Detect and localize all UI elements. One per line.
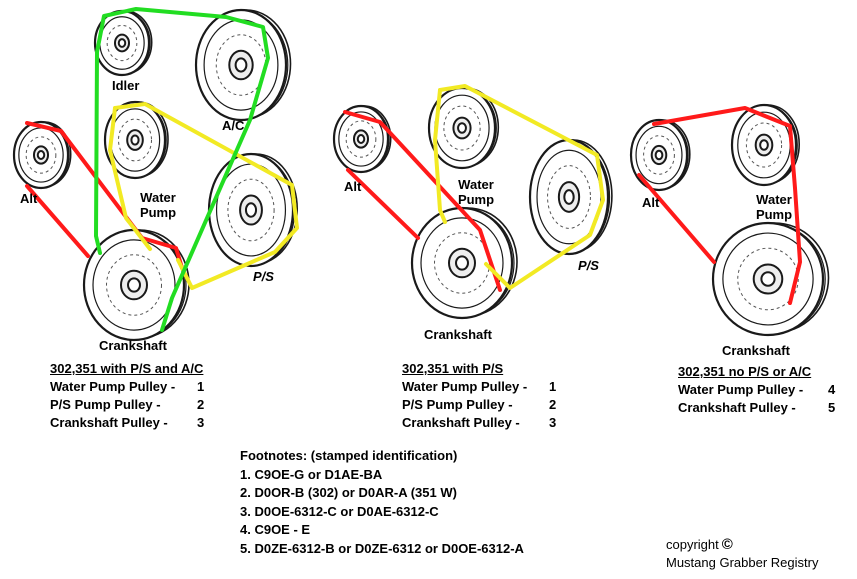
spec-heading-3: 302,351 no P/S or A/C — [678, 364, 812, 379]
power-steering-belt — [113, 102, 299, 290]
alternator-pulley — [332, 104, 392, 174]
idler-label-1: Idler — [112, 78, 140, 93]
ps-label-2: P/S — [578, 258, 599, 273]
spec-row-label: P/S Pump Pulley - — [50, 397, 161, 412]
water-pump-pulley — [427, 86, 500, 170]
spec-row-value: 5 — [828, 400, 836, 415]
alternator-belt — [25, 184, 90, 258]
footnote-item: 5. D0ZE-6312-B or D0ZE-6312 or D0OE-6312… — [240, 540, 524, 556]
spec-row-label: Water Pump Pulley - — [402, 379, 528, 394]
spec-row: Crankshaft Pulley - 5 — [678, 399, 835, 417]
water-pump-label-1: Water Pump — [139, 190, 177, 220]
water-pump-label-2: Water Pump — [457, 177, 495, 207]
spec-row-value: 2 — [197, 397, 205, 412]
water-pump-belt — [652, 106, 802, 305]
spec-row: Crankshaft Pulley - 3 — [402, 414, 556, 432]
alternator-belt — [343, 110, 502, 292]
idler-pulley — [93, 9, 153, 77]
footnote-item: 4. C9OE - E — [240, 522, 311, 537]
ac-belt — [94, 50, 102, 255]
power-steering-belt — [433, 88, 447, 224]
spec-row-value: 1 — [549, 379, 557, 394]
belt-drawings — [25, 7, 802, 332]
spec-row-label: Crankshaft Pulley - — [50, 415, 168, 430]
alternator-pulley — [629, 118, 691, 192]
spec-row: Water Pump Pulley - 1 — [402, 378, 556, 396]
spec-row-value: 2 — [549, 397, 557, 412]
spec-row-value: 3 — [549, 415, 557, 430]
crankshaft-pulley — [711, 221, 830, 337]
spec-row: Crankshaft Pulley - 3 — [50, 414, 205, 432]
copyright-owner: Mustang Grabber Registry — [666, 555, 819, 570]
spec-row-value: 3 — [197, 415, 205, 430]
ac-belt — [95, 7, 270, 332]
crankshaft-label-3: Crankshaft — [722, 343, 790, 358]
spec-heading-1: 302,351 with P/S and A/C — [50, 361, 204, 376]
crankshaft-label-1: Crankshaft — [99, 338, 167, 353]
crankshaft-pulley — [82, 228, 190, 342]
copyright-text: copyright — [666, 537, 719, 552]
ps-label-1: P/S — [253, 269, 274, 284]
power-steering-belt — [108, 106, 152, 251]
footnote-item: 1. C9OE-G or D1AE-BA — [240, 466, 383, 482]
spec-row-label: Crankshaft Pulley - — [678, 400, 796, 415]
copyright-symbol: © — [721, 536, 733, 553]
footnotes-heading: Footnotes: (stamped identification) — [240, 448, 458, 463]
water-pump-pulley — [103, 100, 169, 180]
ac-label-1: A/C — [222, 118, 245, 133]
spec-heading-2: 302,351 with P/S — [402, 361, 504, 376]
spec-row-label: Water Pump Pulley - — [50, 379, 176, 394]
alternator-pulley — [12, 120, 72, 190]
copyright-notice: copyright© Mustang Grabber Registry — [666, 536, 818, 572]
alt-label-3: Alt — [642, 195, 660, 210]
spec-block-1: 302,351 with P/S and A/C Water Pump Pull… — [50, 360, 205, 432]
power-steering-pulley — [528, 138, 613, 256]
spec-row: Water Pump Pulley - 1 — [50, 378, 205, 396]
ac-pulley — [194, 8, 292, 122]
spec-block-3: 302,351 no P/S or A/C Water Pump Pulley … — [678, 363, 835, 417]
crankshaft-label-2: Crankshaft — [424, 327, 492, 342]
alternator-belt — [346, 168, 420, 240]
spec-row: Water Pump Pulley - 4 — [678, 381, 835, 399]
crankshaft-pulley — [410, 206, 518, 320]
water-pump-label-3: Water Pump — [755, 192, 793, 222]
power-steering-belt — [438, 84, 605, 290]
power-steering-pulley — [207, 152, 299, 268]
spec-row: P/S Pump Pulley - 2 — [402, 396, 556, 414]
spec-row-label: P/S Pump Pulley - — [402, 397, 513, 412]
footnote-item: 3. D0OE-6312-C or D0AE-6312-C — [240, 503, 439, 519]
spec-row-value: 1 — [197, 379, 205, 394]
footnotes: Footnotes: (stamped identification) 1. C… — [240, 447, 524, 558]
alt-label-1: Alt — [20, 191, 38, 206]
water-pump-belt — [637, 173, 716, 264]
pulley-drawings — [12, 8, 830, 342]
spec-row-label: Water Pump Pulley - — [678, 382, 804, 397]
spec-row-label: Crankshaft Pulley - — [402, 415, 520, 430]
alt-label-2: Alt — [344, 179, 362, 194]
footnote-item: 2. D0OR-B (302) or D0AR-A (351 W) — [240, 485, 457, 500]
spec-row-value: 4 — [828, 382, 836, 397]
spec-row: P/S Pump Pulley - 2 — [50, 396, 205, 414]
spec-block-2: 302,351 with P/S Water Pump Pulley - 1 P/… — [402, 360, 556, 432]
